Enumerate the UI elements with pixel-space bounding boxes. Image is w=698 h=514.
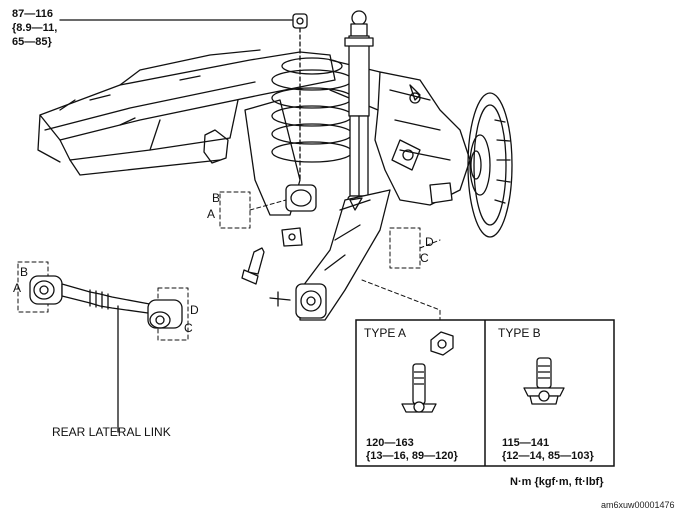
top-nut-icon (292, 13, 308, 181)
lower-arm (269, 189, 391, 321)
type-b-title: TYPE B (498, 326, 541, 340)
bolt-icon (241, 247, 265, 285)
callout-boxes (17, 191, 441, 341)
callout-a-left: A (13, 281, 22, 295)
type-a-bolt-icon (401, 363, 437, 413)
figure-code: am6xuw00001476 (601, 500, 675, 510)
type-a-nut-icon (430, 331, 454, 356)
callout-b-center: B (212, 191, 221, 205)
wheel-hub (467, 92, 513, 238)
callout-b-left: B (20, 265, 29, 279)
callout-c-right: C (420, 251, 429, 265)
type-b-torque-alt: {12—14, 85—103} (502, 450, 594, 462)
units-label: N·m {kgf·m, ft·lbf} (510, 476, 604, 488)
callout-d-right: D (425, 235, 434, 249)
crossmember (37, 49, 336, 176)
top-torque-ftlbf: 65—85} (12, 36, 52, 48)
rear-lateral-link-label: REAR LATERAL LINK (52, 425, 171, 439)
rear-lateral-link (29, 275, 183, 433)
top-torque-kgf: {8.9—11, (12, 22, 58, 34)
type-b-bolt-icon (523, 357, 565, 405)
spring-bracket (244, 99, 317, 247)
callout-a-center: A (207, 207, 216, 221)
type-a-torque-nm: 120—163 (366, 437, 414, 449)
callout-d-link: D (190, 303, 199, 317)
type-a-torque-alt: {13—16, 89—120} (366, 450, 458, 462)
shock-absorber (344, 10, 374, 215)
top-torque-nm: 87—116 (12, 8, 53, 20)
callout-c-link: C (184, 321, 193, 335)
coil-spring (271, 57, 353, 163)
type-a-title: TYPE A (364, 326, 407, 340)
type-b-torque-nm: 115—141 (502, 437, 550, 449)
